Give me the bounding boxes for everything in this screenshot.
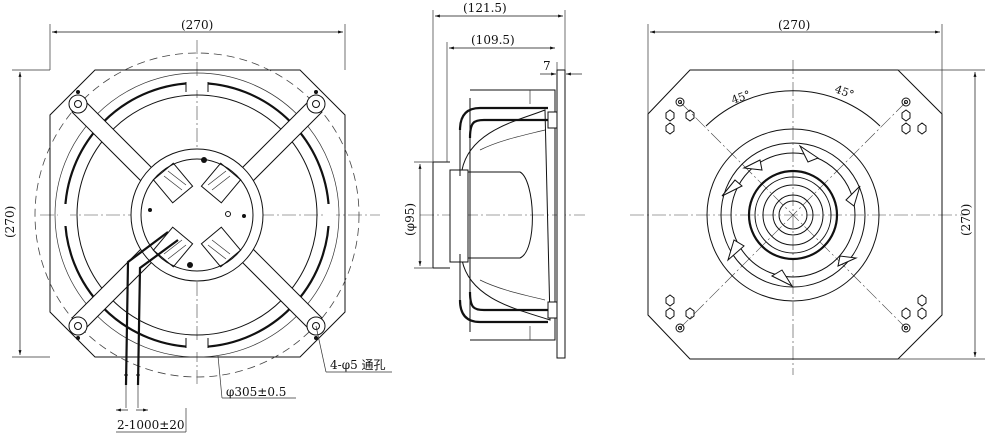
front-hole-note: 4-φ5 通孔 bbox=[330, 358, 386, 372]
front-cable bbox=[124, 231, 179, 386]
front-cable-note: 2-1000±20 bbox=[117, 418, 185, 432]
back-view: (270) (270) 45° 45° bbox=[630, 18, 985, 375]
front-height-dim: (270) bbox=[3, 206, 17, 238]
side-view: (121.5) (109.5) 7 (φ95) bbox=[403, 1, 585, 359]
hub-fins bbox=[152, 162, 242, 268]
back-mount-holes bbox=[665, 97, 927, 333]
back-angle-right: 45° bbox=[833, 83, 856, 102]
side-hub-dia: (φ95) bbox=[403, 203, 417, 236]
back-angle-left: 45° bbox=[730, 88, 753, 107]
front-view: (270) (270) 4-φ5 通孔 φ305±0.5 2-1000±20 bbox=[3, 18, 392, 433]
back-height-dim: (270) bbox=[959, 204, 973, 236]
back-width-dim: (270) bbox=[778, 18, 810, 32]
back-blades bbox=[721, 144, 861, 288]
side-flange: 7 bbox=[543, 59, 551, 73]
front-mount-holes bbox=[68, 90, 326, 340]
side-depth-body: (109.5) bbox=[471, 33, 515, 47]
front-width-dim: (270) bbox=[181, 18, 213, 32]
front-dia-note: φ305±0.5 bbox=[226, 385, 286, 399]
side-depth-total: (121.5) bbox=[463, 1, 507, 15]
